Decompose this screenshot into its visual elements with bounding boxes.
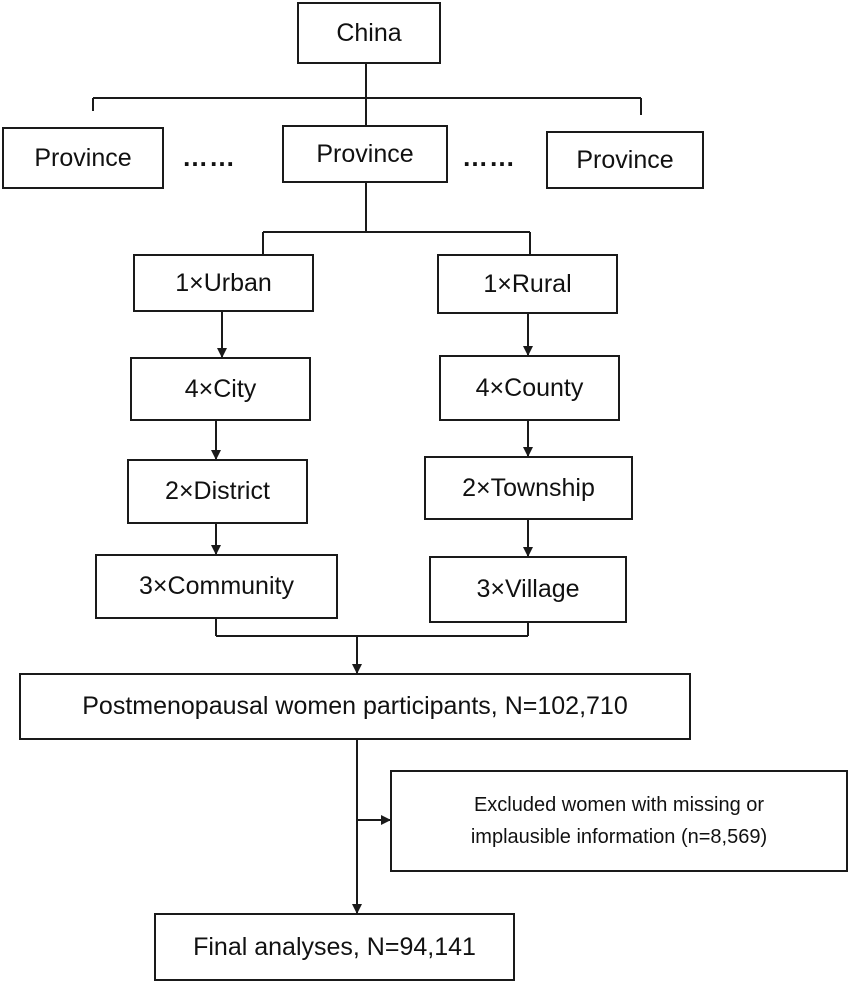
china-label: China (336, 18, 402, 47)
china-box: China (297, 2, 441, 64)
township-box: 2×Township (424, 456, 633, 520)
county-box: 4×County (439, 355, 620, 421)
ellipsis-left: …… (182, 142, 236, 172)
rural-label: 1×Rural (483, 269, 572, 298)
province-left-box: Province (2, 127, 164, 189)
ellipsis-right: …… (462, 142, 516, 172)
province-right-box: Province (546, 131, 704, 189)
province-center-box: Province (282, 125, 448, 183)
city-box: 4×City (130, 357, 311, 421)
district-box: 2×District (127, 459, 308, 524)
excluded-box: Excluded women with missing or implausib… (390, 770, 848, 872)
community-label: 3×Community (139, 572, 294, 600)
rural-box: 1×Rural (437, 254, 618, 314)
participants-label: Postmenopausal women participants, N=102… (82, 692, 628, 720)
city-label: 4×City (184, 374, 257, 403)
province-center-label: Province (316, 139, 414, 168)
village-label: 3×Village (476, 575, 580, 603)
province-right-label: Province (576, 145, 674, 174)
community-box: 3×Community (95, 554, 338, 619)
county-label: 4×County (475, 373, 584, 402)
excluded-label-line2: implausible information (n=8,569) (470, 826, 768, 848)
excluded-label-line1: Excluded women with missing or (473, 794, 765, 816)
township-label: 2×Township (462, 473, 595, 502)
district-label: 2×District (165, 477, 270, 505)
final-label: Final analyses, N=94,141 (193, 932, 476, 961)
urban-label: 1×Urban (175, 268, 272, 297)
urban-box: 1×Urban (133, 254, 314, 312)
province-left-label: Province (34, 143, 132, 172)
final-box: Final analyses, N=94,141 (154, 913, 515, 981)
participants-box: Postmenopausal women participants, N=102… (19, 673, 691, 740)
village-box: 3×Village (429, 556, 627, 623)
